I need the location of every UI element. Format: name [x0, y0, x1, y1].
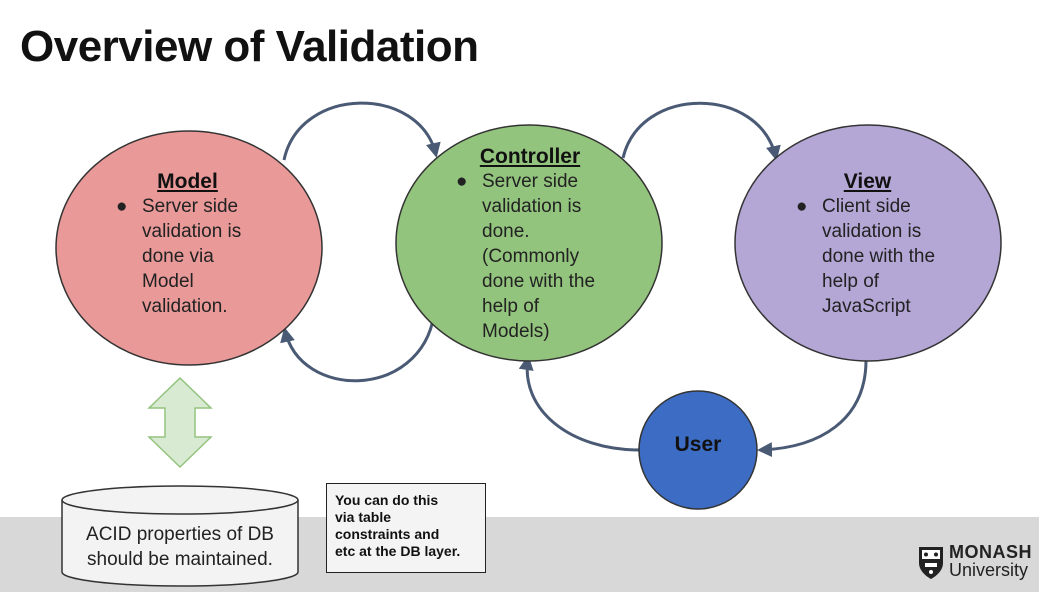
user-label: User: [674, 433, 722, 456]
arrow-view-to-user: [757, 359, 868, 458]
slide-title: Overview of Validation: [20, 22, 479, 71]
monash-crest-icon: [919, 547, 943, 579]
controller-heading: Controller: [479, 145, 581, 168]
user-node: [638, 390, 758, 510]
controller-line: done with the: [482, 271, 596, 292]
monash-line1: MONASH: [949, 542, 1032, 562]
bullet-icon: ●: [796, 196, 808, 217]
database-text: ACID properties of DB should be maintain…: [62, 522, 298, 572]
arrow-model-to-controller: [282, 101, 441, 161]
controller-node: [395, 124, 663, 362]
controller-line: help of: [482, 296, 540, 317]
arrow-user-to-controller: [518, 355, 641, 452]
monash-wordmark: MONASH University: [949, 543, 1032, 579]
monash-logo: MONASH University: [917, 543, 1032, 583]
view-line: done with the: [822, 246, 936, 267]
monash-line2: University: [949, 560, 1029, 580]
controller-line: (Commonly: [482, 246, 580, 267]
model-line: Model: [142, 271, 194, 292]
view-line: help of: [822, 271, 880, 292]
controller-line: Server side: [482, 171, 579, 192]
arrow-controller-to-model: [280, 314, 436, 383]
arrow-controller-to-view: [621, 101, 781, 161]
view-node: [734, 124, 1002, 362]
model-bullet: ● Server side validation is done via Mod…: [110, 194, 270, 319]
view-line: Client side: [822, 196, 911, 217]
controller-text: Controller ● Server side validation is d…: [450, 144, 620, 344]
controller-line: validation is: [482, 196, 582, 217]
note-line: constraints and: [335, 526, 440, 542]
view-text: View ● Client side validation is done wi…: [790, 169, 960, 319]
controller-line: Models): [482, 321, 550, 342]
database-line: ACID properties of DB: [86, 524, 274, 545]
note-line: via table: [335, 509, 392, 525]
controller-bullet: ● Server side validation is done. (Commo…: [450, 169, 620, 344]
bullet-icon: ●: [116, 196, 128, 217]
view-line: JavaScript: [822, 296, 911, 317]
model-line: done via: [142, 246, 214, 267]
model-line: validation.: [142, 296, 228, 317]
note-line: etc at the DB layer.: [335, 543, 461, 559]
model-node: [55, 130, 323, 366]
model-line: Server side: [142, 196, 239, 217]
database-line: should be maintained.: [87, 549, 273, 570]
db-note-box: You can do this via table constraints an…: [326, 483, 486, 573]
model-text: Model ● Server side validation is done v…: [110, 169, 270, 319]
bullet-icon: ●: [456, 171, 468, 192]
view-bullet: ● Client side validation is done with th…: [790, 194, 960, 319]
view-heading: View: [843, 170, 892, 193]
double-arrow-model-db: [147, 376, 213, 469]
controller-line: done.: [482, 221, 530, 242]
note-line: You can do this: [335, 492, 439, 508]
database-cylinder: [61, 485, 299, 587]
model-line: validation is: [142, 221, 242, 242]
view-line: validation is: [822, 221, 922, 242]
model-heading: Model: [157, 170, 218, 193]
